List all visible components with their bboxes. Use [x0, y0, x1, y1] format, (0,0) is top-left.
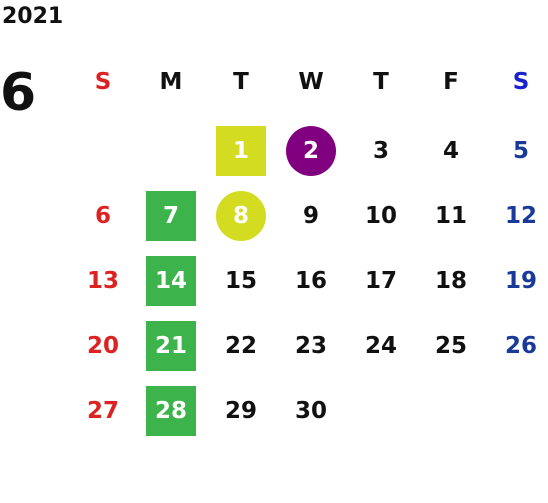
day-cell-18[interactable]: 18 — [434, 268, 467, 294]
month-number: 6 — [0, 63, 37, 123]
day-cell-6[interactable]: 6 — [94, 203, 111, 229]
day-cell-4[interactable]: 4 — [442, 138, 459, 164]
day-cell-21-highlighted-square[interactable]: 21 — [146, 321, 196, 371]
weekday-header-wed: W — [298, 69, 324, 95]
weekday-header-fri: F — [443, 69, 459, 95]
day-cell-25[interactable]: 25 — [434, 333, 467, 359]
day-cell-28-highlighted-square[interactable]: 28 — [146, 386, 196, 436]
day-cell-14-highlighted-square[interactable]: 14 — [146, 256, 196, 306]
day-cell-29[interactable]: 29 — [224, 398, 257, 424]
day-cell-16[interactable]: 16 — [294, 268, 327, 294]
day-cell-11[interactable]: 11 — [434, 203, 467, 229]
day-cell-19[interactable]: 19 — [504, 268, 537, 294]
day-cell-1-highlighted-square[interactable]: 1 — [216, 126, 266, 176]
day-cell-8-highlighted-circle[interactable]: 8 — [216, 191, 266, 241]
day-cell-26[interactable]: 26 — [504, 333, 537, 359]
day-cell-10[interactable]: 10 — [364, 203, 397, 229]
day-cell-17[interactable]: 17 — [364, 268, 397, 294]
day-cell-13[interactable]: 13 — [86, 268, 119, 294]
weekday-header-sun: S — [94, 69, 112, 95]
day-cell-12[interactable]: 12 — [504, 203, 537, 229]
day-cell-15[interactable]: 15 — [224, 268, 257, 294]
day-cell-22[interactable]: 22 — [224, 333, 257, 359]
day-cell-20[interactable]: 20 — [86, 333, 119, 359]
day-cell-9[interactable]: 9 — [302, 203, 319, 229]
day-cell-27[interactable]: 27 — [86, 398, 119, 424]
day-cell-7-highlighted-square[interactable]: 7 — [146, 191, 196, 241]
day-cell-23[interactable]: 23 — [294, 333, 327, 359]
day-cell-24[interactable]: 24 — [364, 333, 397, 359]
weekday-header-mon: M — [159, 69, 183, 95]
weekday-header-thu: T — [373, 69, 389, 95]
weekday-header-sat: S — [512, 69, 530, 95]
weekday-header-tue: T — [233, 69, 249, 95]
day-cell-2-highlighted-circle[interactable]: 2 — [286, 126, 336, 176]
day-cell-3[interactable]: 3 — [372, 138, 389, 164]
year-label: 2021 — [2, 4, 64, 29]
day-cell-30[interactable]: 30 — [294, 398, 327, 424]
day-cell-5[interactable]: 5 — [512, 138, 529, 164]
